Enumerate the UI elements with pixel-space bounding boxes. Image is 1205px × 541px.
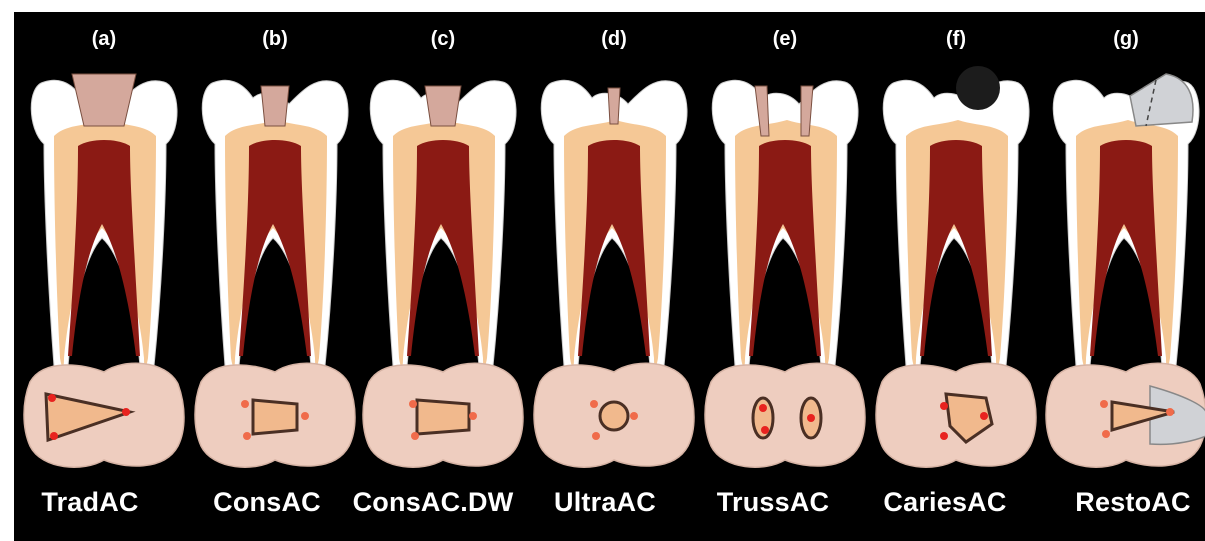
panel-letter-c: (c): [393, 28, 493, 51]
panel-letter-a: (a): [54, 28, 154, 51]
occlusal-view-resto: [1046, 363, 1205, 467]
canal-orifice-dot: [241, 400, 249, 408]
occlusal-view-trad: [24, 363, 184, 467]
pulp-shape: [407, 140, 479, 356]
access-outline: [417, 400, 469, 434]
pulp-shape: [749, 140, 821, 356]
panel-letter-g: (g): [1076, 28, 1176, 51]
tooth-consdw: [370, 80, 516, 375]
canal-orifice-dot: [1100, 400, 1108, 408]
panel-letter-b: (b): [225, 28, 325, 51]
tooth-resto: [1053, 74, 1199, 376]
canal-orifice-dot: [48, 394, 56, 402]
tooth-caries: [883, 66, 1029, 376]
tooth-ultra: [541, 80, 687, 375]
canal-orifice-dot: [1102, 430, 1110, 438]
pulp-shape: [1090, 140, 1162, 356]
canal-orifice-dot: [590, 400, 598, 408]
method-name-cariesac: CariesAC: [860, 487, 1030, 518]
method-name-restoac: RestoAC: [1048, 487, 1205, 518]
canal-orifice-dot: [409, 400, 417, 408]
pulp-shape: [920, 140, 992, 356]
canal-orifice-dot: [243, 432, 251, 440]
method-name-trussac: TrussAC: [688, 487, 858, 518]
tooth-truss: [712, 80, 858, 375]
pulp-shape: [239, 140, 311, 356]
panel-letter-f: (f): [906, 28, 1006, 51]
canal-orifice-dot: [1166, 408, 1174, 416]
panel-letter-d: (d): [564, 28, 664, 51]
method-name-tradac: TradAC: [5, 487, 175, 518]
method-name-consac: ConsAC: [182, 487, 352, 518]
occlusal-view-ultra: [534, 363, 694, 467]
canal-orifice-dot: [940, 402, 948, 410]
pulp-shape: [68, 140, 140, 356]
canal-orifice-dot: [761, 426, 769, 434]
method-name-consac-dw: ConsAC.DW: [348, 487, 518, 518]
tooth-trad: [31, 74, 177, 376]
canal-orifice-dot: [807, 414, 815, 422]
canal-orifice-dot: [592, 432, 600, 440]
restoration-shape: [1130, 74, 1193, 126]
canal-orifice-dot: [469, 412, 477, 420]
canal-orifice-dot: [50, 432, 58, 440]
method-name-ultraac: UltraAC: [520, 487, 690, 518]
canal-orifice-dot: [301, 412, 309, 420]
tooth-cons: [202, 80, 348, 375]
canal-orifice-dot: [759, 404, 767, 412]
access-cavity-shape: [261, 86, 289, 126]
pulp-shape: [578, 140, 650, 356]
access-outline: [253, 400, 297, 434]
occlusal-surface: [705, 363, 865, 467]
occlusal-view-cons: [195, 363, 355, 467]
caries-lesion: [956, 66, 1000, 110]
panel-letter-e: (e): [735, 28, 835, 51]
occlusal-view-truss: [705, 363, 865, 467]
canal-orifice-dot: [122, 408, 130, 416]
access-outline: [600, 402, 628, 430]
access-cavity-shape: [425, 86, 461, 126]
canal-orifice-dot: [940, 432, 948, 440]
canal-orifice-dot: [980, 412, 988, 420]
access-cavity-shape: [608, 88, 620, 124]
canal-orifice-dot: [630, 412, 638, 420]
canal-orifice-dot: [411, 432, 419, 440]
occlusal-view-caries: [876, 363, 1036, 467]
occlusal-view-consdw: [363, 363, 523, 467]
